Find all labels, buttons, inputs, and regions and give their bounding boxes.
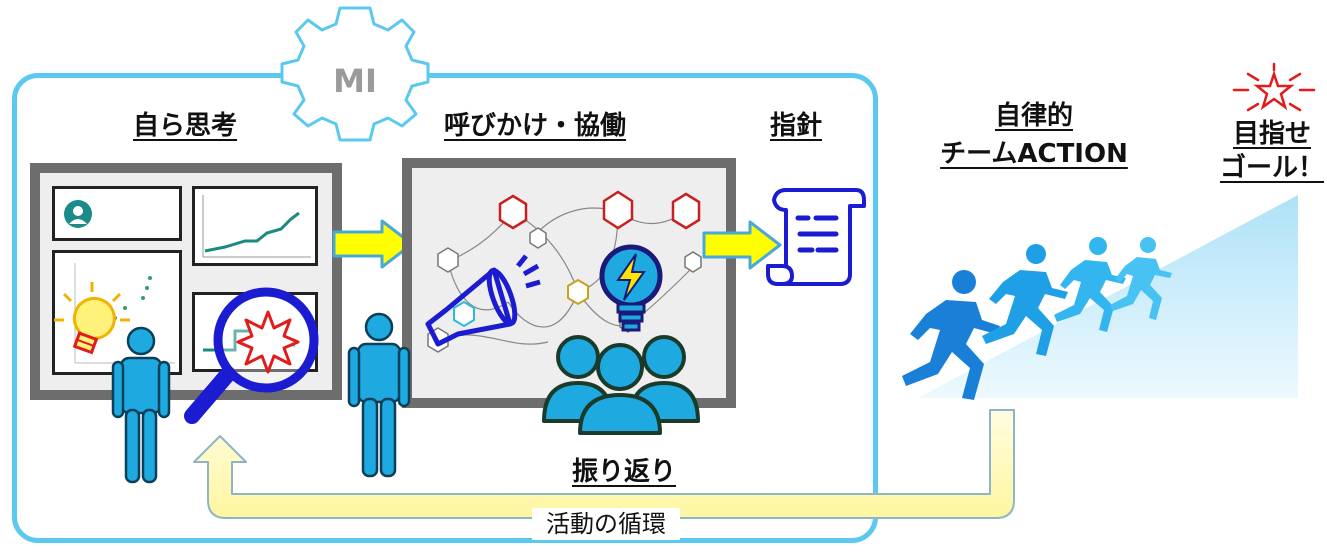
- header-team-line1: 自律的: [994, 101, 1073, 131]
- person-icon: [111, 326, 171, 484]
- trend-chart-card: [192, 186, 318, 266]
- team-icon: [542, 335, 700, 435]
- cycle-label: 活動の循環: [532, 508, 680, 540]
- header-goal-line1: 目指せ: [1232, 119, 1311, 149]
- header-team-line2: チームACTION: [940, 139, 1128, 169]
- arrow-right-icon: [332, 219, 414, 269]
- runner-icon: [902, 270, 1000, 400]
- header-reflection: 振り返り: [572, 457, 677, 487]
- runner-icon: [982, 244, 1068, 356]
- profile-card: [52, 186, 182, 241]
- activity-frame: [12, 73, 878, 543]
- megaphone-icon: [425, 254, 541, 347]
- scroll-icon: [766, 188, 866, 286]
- lightbulb-icon: [599, 244, 663, 332]
- runner-icon: [1110, 237, 1172, 320]
- runner-icon: [1054, 237, 1126, 332]
- gear-icon: [280, 6, 430, 142]
- star-burst-icon: [1232, 62, 1316, 112]
- burst-icon: [236, 310, 300, 374]
- header-goal-line2: ゴール！: [1219, 153, 1324, 183]
- gear-label: MI: [333, 62, 377, 100]
- header-call-collab: 呼びかけ・協働: [444, 111, 627, 141]
- header-self-thinking: 自ら思考: [133, 111, 238, 141]
- user-icon: [64, 200, 92, 228]
- person-icon: [347, 312, 411, 478]
- scatter-card: [52, 250, 182, 375]
- lightbulb-icon: [54, 282, 130, 355]
- arrow-right-icon: [702, 220, 782, 270]
- header-guideline: 指針: [770, 111, 823, 141]
